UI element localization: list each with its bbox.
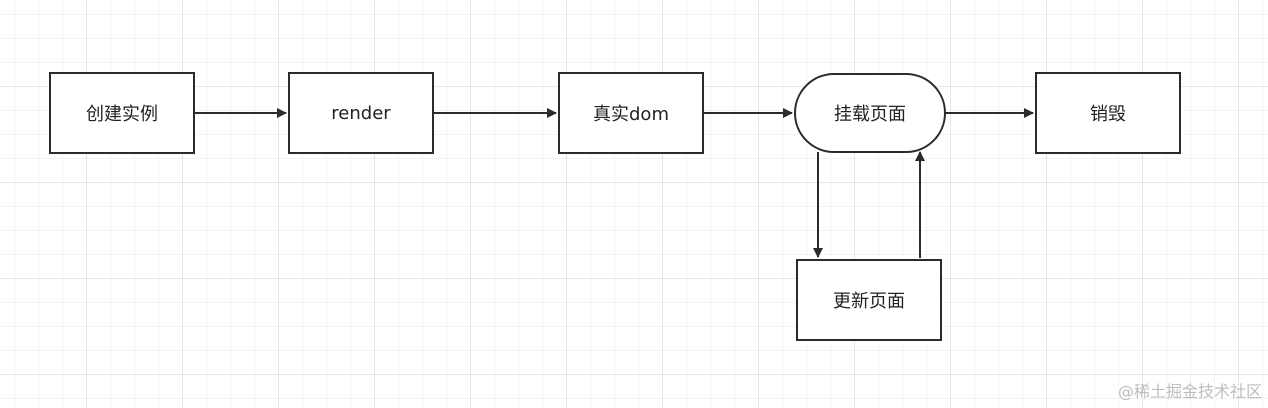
node-update-page-label: 更新页面 (833, 291, 905, 312)
node-destroy-label: 销毁 (1090, 104, 1126, 125)
node-mount-page-label: 挂载页面 (834, 104, 906, 125)
node-real-dom: 真实dom (558, 72, 704, 154)
node-update-page: 更新页面 (796, 259, 942, 341)
node-render: render (288, 72, 434, 154)
watermark-text: @稀土掘金技术社区 (1117, 382, 1262, 401)
node-destroy: 销毁 (1035, 72, 1181, 154)
node-mount-page: 挂载页面 (794, 73, 946, 153)
node-create-instance-label: 创建实例 (86, 104, 158, 125)
node-render-label: render (331, 102, 391, 124)
node-create-instance: 创建实例 (49, 72, 195, 154)
node-real-dom-label: 真实dom (593, 104, 669, 125)
